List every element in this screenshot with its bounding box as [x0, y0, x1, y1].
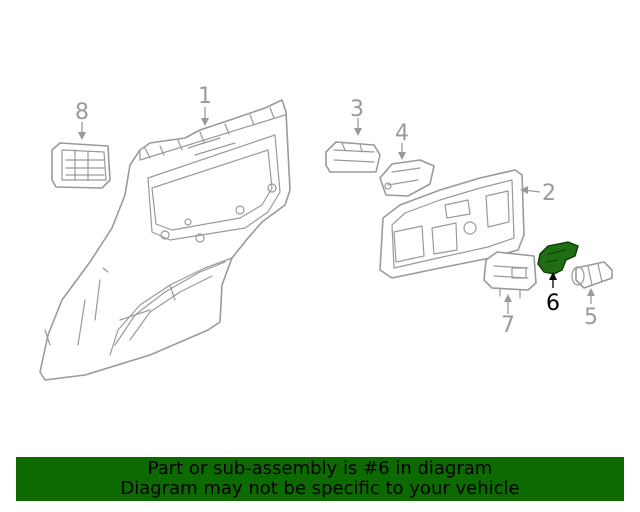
part-7-connector[interactable] [483, 251, 537, 299]
part-5-knob[interactable] [571, 261, 613, 289]
callout-1[interactable]: 1 [198, 84, 212, 109]
part-3-switch[interactable] [325, 141, 381, 173]
part-8-vent[interactable] [51, 142, 111, 189]
part-4-bracket[interactable] [379, 159, 435, 197]
leader-arrow-2 [520, 186, 528, 194]
callout-4[interactable]: 4 [395, 121, 409, 146]
exploded-parts-diagram: 1 8 3 4 [39, 84, 613, 381]
leader-arrow-5 [587, 288, 595, 296]
part-2-bezel[interactable] [379, 169, 525, 279]
leader-arrow-3 [354, 128, 362, 136]
leader-arrow-6 [549, 272, 557, 280]
leader-arrow-7 [504, 294, 512, 302]
callout-2[interactable]: 2 [542, 181, 556, 206]
callout-6[interactable]: 6 [546, 291, 560, 316]
banner-line-1: Part or sub-assembly is #6 in diagram [147, 458, 493, 479]
part-6-highlighted[interactable] [537, 241, 579, 275]
callout-3[interactable]: 3 [350, 97, 364, 122]
banner-line-2: Diagram may not be specific to your vehi… [120, 478, 520, 499]
leader-arrow-4 [398, 152, 406, 160]
callout-5[interactable]: 5 [584, 305, 598, 330]
part-1-trim-panel[interactable] [39, 99, 291, 381]
leader-arrow-8 [78, 132, 86, 140]
callout-8[interactable]: 8 [75, 100, 89, 125]
leader-arrow-1 [201, 118, 209, 126]
callout-7[interactable]: 7 [501, 313, 515, 338]
part-notice-banner: Part or sub-assembly is #6 in diagram Di… [16, 457, 624, 501]
